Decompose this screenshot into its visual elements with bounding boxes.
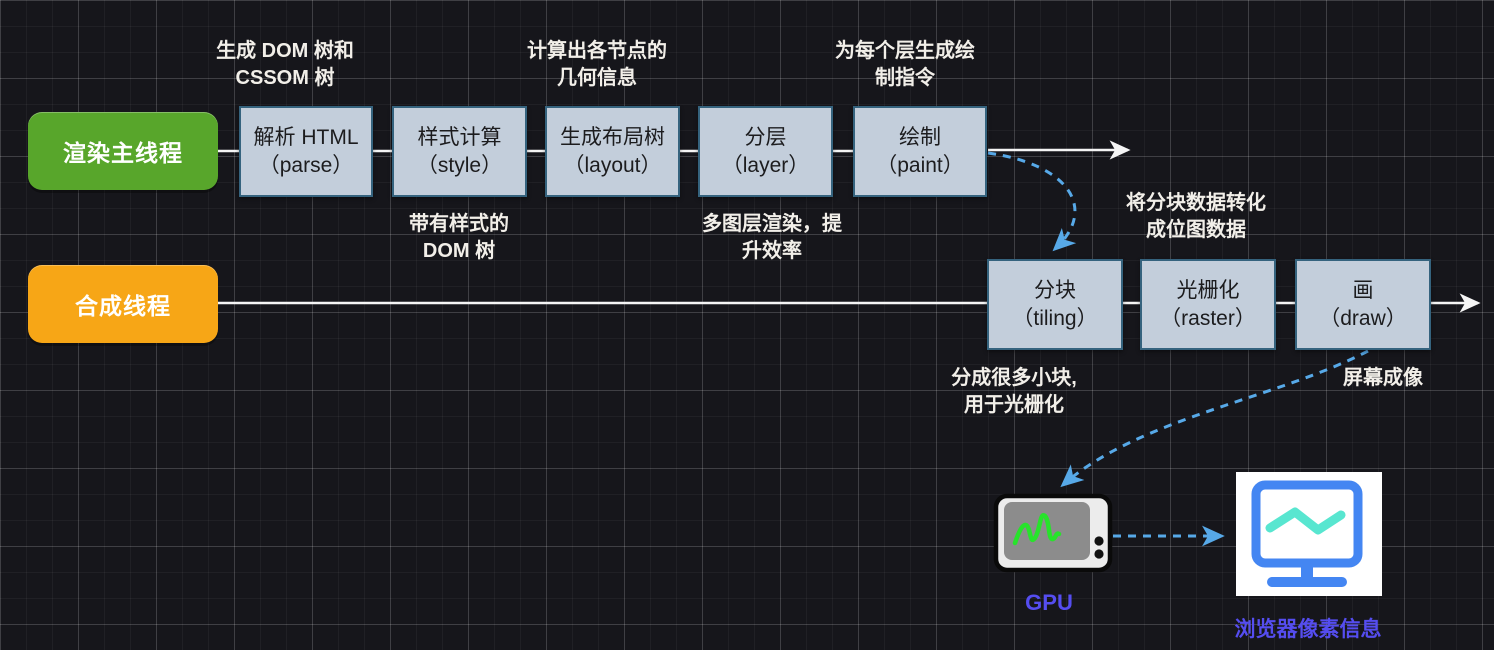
draw-to-gpu-arrow	[1060, 349, 1369, 488]
annotation-line: 几何信息	[557, 67, 637, 89]
annotation-tiling-below: 分成很多小块, 用于光栅化	[951, 365, 1077, 419]
step-paint-subtitle: （paint）	[876, 153, 964, 177]
paint-to-tiling-arrow	[987, 151, 1077, 252]
step-layout-subtitle: （layout）	[563, 153, 662, 177]
step-tiling: 分块 （tiling）	[987, 259, 1123, 350]
annotation-line: 多图层渲染，提	[702, 213, 842, 235]
annotation-line: 将分块数据转化	[1126, 192, 1266, 214]
step-style-subtitle: （style）	[416, 153, 503, 177]
step-draw-subtitle: （draw）	[1319, 306, 1407, 330]
annotation-line: DOM 树	[422, 240, 496, 262]
annotation-line: 成位图数据	[1146, 219, 1246, 241]
step-draw-title: 画	[1352, 278, 1374, 302]
compositor-thread-label: 合成线程	[75, 293, 171, 319]
step-draw: 画 （draw）	[1295, 259, 1431, 350]
annotation-style-below: 带有样式的 DOM 树	[409, 211, 509, 265]
step-raster-subtitle: （raster）	[1160, 306, 1256, 330]
step-layout: 生成布局树 （layout）	[545, 106, 680, 197]
main-thread-label: 渲染主线程	[63, 140, 183, 166]
step-parse-title: 解析 HTML	[253, 125, 359, 149]
step-paint-title: 绘制	[899, 125, 941, 149]
gpu-label: GPU	[1025, 590, 1073, 615]
step-layer-subtitle: （layer）	[721, 153, 810, 177]
annotation-draw-below: 屏幕成像	[1343, 365, 1423, 392]
annotation-layer-below: 多图层渲染，提 升效率	[702, 211, 842, 265]
monitor-label: 浏览器像素信息	[1234, 618, 1382, 641]
annotation-parse-above: 生成 DOM 树和 CSSOM 树	[216, 38, 354, 92]
annotation-line: 计算出各节点的	[527, 40, 667, 62]
step-paint: 绘制 （paint）	[853, 106, 987, 197]
annotation-line: 为每个层生成绘	[835, 40, 975, 62]
step-layer: 分层 （layer）	[698, 106, 833, 197]
annotation-line: CSSOM 树	[235, 67, 335, 89]
annotation-line: 屏幕成像	[1343, 367, 1423, 389]
step-layout-title: 生成布局树	[560, 125, 665, 149]
annotation-layout-above: 计算出各节点的 几何信息	[527, 38, 667, 92]
step-tiling-title: 分块	[1034, 278, 1076, 302]
annotation-line: 制指令	[875, 67, 935, 89]
step-parse-subtitle: （parse）	[258, 153, 354, 177]
annotation-line: 生成 DOM 树和	[216, 40, 354, 62]
annotation-line: 用于光栅化	[964, 394, 1064, 416]
browser-pixel-monitor-icon	[1251, 480, 1363, 587]
gpu-icon	[993, 493, 1113, 573]
compositor-thread-pill: 合成线程	[28, 265, 218, 343]
step-style: 样式计算 （style）	[392, 106, 527, 197]
step-raster: 光栅化 （raster）	[1140, 259, 1276, 350]
annotation-line: 分成很多小块,	[951, 367, 1077, 389]
step-tiling-subtitle: （tiling）	[1012, 306, 1098, 330]
step-parse: 解析 HTML （parse）	[239, 106, 373, 197]
step-style-title: 样式计算	[417, 125, 502, 149]
annotation-paint-above: 为每个层生成绘 制指令	[835, 38, 975, 92]
main-thread-pill: 渲染主线程	[28, 112, 218, 190]
step-raster-title: 光栅化	[1176, 278, 1240, 302]
step-layer-title: 分层	[744, 125, 787, 149]
annotation-raster-above: 将分块数据转化 成位图数据	[1126, 190, 1266, 244]
browser-pixel-monitor-card	[1236, 472, 1382, 596]
annotation-line: 带有样式的	[409, 213, 509, 235]
annotation-line: 升效率	[742, 240, 802, 262]
